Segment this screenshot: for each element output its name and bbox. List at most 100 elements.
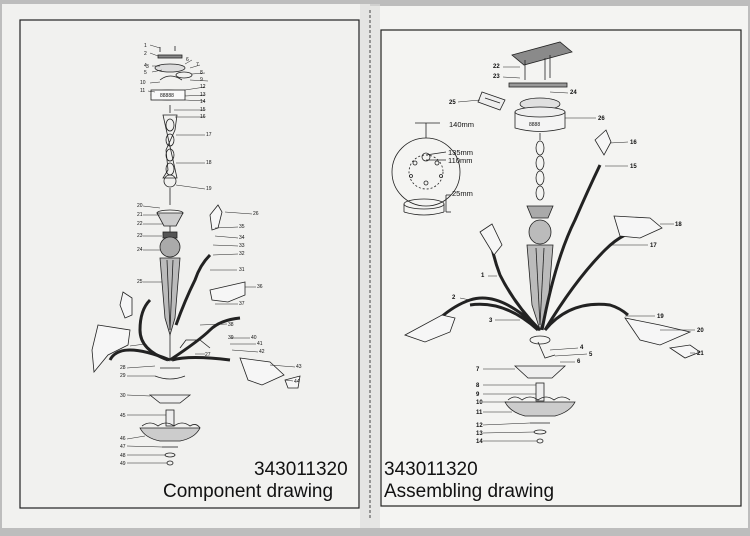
ceiling-hardware: 88888 — [150, 46, 193, 101]
callout-number: 7 — [196, 62, 199, 68]
callout-number: 34 — [239, 235, 245, 241]
right-callouts: 1234567891011121314151617181920212223242… — [449, 64, 704, 445]
dimension-135mm: 135mm — [448, 148, 473, 157]
callout-number: 46 — [120, 436, 126, 442]
callout-number: 33 — [239, 243, 245, 249]
callout-number: 39 — [228, 335, 234, 341]
callout-number: 9 — [200, 77, 203, 83]
dimension-110mm: 110mm — [448, 156, 472, 165]
right-page-title: Assembling drawing — [384, 481, 555, 502]
callout-number: 13 — [200, 92, 206, 98]
callout-number: 36 — [257, 284, 263, 290]
callout-number: 6 — [577, 359, 581, 365]
chain — [162, 105, 178, 205]
callout-number: 21 — [137, 212, 143, 218]
component-drawing: 88888 — [91, 44, 301, 466]
callout-number: 29 — [120, 373, 126, 379]
callout-number: 20 — [697, 328, 704, 334]
callout-number: 5 — [144, 70, 147, 76]
glass-shades — [404, 129, 701, 359]
svg-text:8888: 8888 — [529, 122, 540, 128]
leader-lines — [126, 44, 296, 464]
callout-number: 11 — [140, 88, 145, 94]
callout-number: 9 — [476, 392, 480, 398]
callout-number: 48 — [120, 453, 126, 459]
callout-number: 11 — [476, 410, 483, 416]
callout-number: 18 — [206, 160, 212, 166]
callout-number: 1 — [481, 273, 485, 279]
bottom-parts — [504, 335, 576, 444]
callout-number: 4 — [580, 345, 584, 351]
glass-shades — [91, 204, 301, 389]
callout-number: 13 — [476, 431, 483, 437]
right-page — [370, 6, 748, 528]
callout-number: 19 — [206, 186, 212, 192]
callout-number: 12 — [476, 423, 483, 429]
callout-number: 22 — [493, 64, 500, 70]
callout-number: 1 — [144, 43, 147, 49]
callout-number: 24 — [570, 90, 577, 96]
canopy-detail — [391, 122, 461, 216]
arms — [108, 253, 241, 362]
left-page-title: Component drawing — [163, 481, 334, 502]
callout-number: 23 — [137, 233, 143, 239]
callout-number: 17 — [650, 243, 657, 249]
dimension-25mm: 25mm — [452, 189, 473, 198]
callout-number: 25 — [137, 279, 143, 285]
leader-lines — [457, 66, 695, 442]
callout-number: 3 — [146, 64, 149, 70]
left-callouts: 1234567891011121314151617181920212223242… — [120, 43, 302, 467]
callout-number: 20 — [137, 203, 143, 209]
callout-number: 27 — [205, 352, 211, 358]
callout-number: 45 — [120, 413, 126, 419]
left-frame — [19, 19, 360, 509]
callout-number: 26 — [598, 116, 605, 122]
callout-number: 32 — [239, 251, 245, 257]
callout-number: 28 — [120, 365, 126, 371]
callout-number: 21 — [697, 351, 704, 357]
callout-number: 26 — [253, 211, 259, 217]
callout-number: 44 — [294, 379, 300, 385]
callout-number: 16 — [630, 140, 637, 146]
callout-number: 6 — [186, 57, 189, 63]
callout-number: 24 — [137, 247, 143, 253]
callout-number: 40 — [251, 335, 257, 341]
callout-number: 10 — [476, 400, 483, 406]
callout-number: 15 — [630, 164, 637, 170]
ceiling-mount: 8888 — [477, 41, 573, 132]
assembling-drawing: 8888 — [391, 41, 701, 444]
callout-number: 4 — [144, 63, 147, 69]
svg-text:88888: 88888 — [160, 93, 174, 99]
callout-number: 38 — [228, 322, 234, 328]
callout-number: 5 — [589, 352, 593, 358]
left-model-number: 343011320 — [254, 459, 348, 480]
callout-number: 7 — [476, 367, 480, 373]
callout-number: 16 — [200, 114, 206, 120]
callout-number: 10 — [140, 80, 146, 86]
callout-number: 37 — [239, 301, 245, 307]
callout-number: 3 — [489, 318, 493, 324]
callout-number: 41 — [257, 341, 263, 347]
callout-number: 2 — [452, 295, 456, 301]
left-page — [2, 4, 370, 528]
callout-number: 25 — [449, 100, 456, 106]
callout-number: 18 — [675, 222, 682, 228]
callout-number: 2 — [144, 51, 147, 57]
arms — [439, 164, 629, 332]
callout-number: 47 — [120, 444, 126, 450]
callout-number: 17 — [206, 132, 212, 138]
callout-number: 23 — [493, 74, 500, 80]
callout-number: 43 — [296, 364, 302, 370]
callout-number: 31 — [239, 267, 245, 273]
callout-number: 8 — [200, 70, 203, 76]
right-model-number: 343011320 — [384, 459, 478, 480]
callout-number: 22 — [137, 221, 143, 227]
callout-number: 8 — [476, 383, 480, 389]
callout-number: 30 — [120, 393, 126, 399]
callout-number: 19 — [657, 314, 664, 320]
dimension-140mm: 140mm — [449, 120, 474, 129]
callout-number: 14 — [476, 439, 483, 445]
callout-number: 35 — [239, 224, 245, 230]
